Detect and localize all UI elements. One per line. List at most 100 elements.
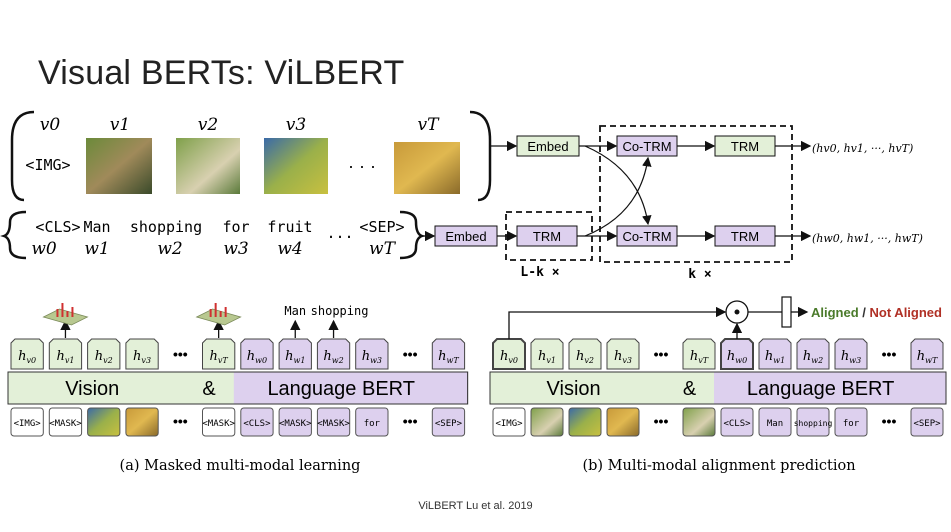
- input-image-region: [682, 407, 716, 437]
- hidden-state-box: [87, 338, 121, 370]
- predicted-word-man: Man: [284, 304, 306, 318]
- visual-label-v1: v1: [110, 115, 130, 135]
- lk-label: L-k ×: [520, 265, 559, 280]
- language-bert-label: Language BERT: [267, 378, 415, 400]
- class-distribution-icon: [195, 308, 242, 326]
- input-token-box: [278, 407, 312, 437]
- h-ellipsis: •••: [403, 346, 418, 362]
- bert-band-border: [489, 371, 947, 405]
- hidden-state-box: [431, 338, 466, 370]
- hidden-state-box: [530, 338, 564, 370]
- cotrm-label-text: Co-TRM: [622, 229, 671, 244]
- panel-a: Vision&Language BERThv0<IMG>hv1<MASK>hv2…: [7, 303, 469, 437]
- input-token-label: <CLS>: [723, 419, 751, 429]
- hidden-state-box: [48, 338, 83, 370]
- hidden-state-label: hw2: [803, 349, 823, 365]
- hidden-state-box: [720, 338, 754, 370]
- hidden-state-label: hv1: [538, 349, 556, 365]
- hidden-state-box: [316, 338, 351, 370]
- hidden-state-label: hv2: [576, 349, 594, 365]
- input-token-box: [355, 407, 389, 437]
- input-token-label: <SEP>: [913, 419, 941, 429]
- text-token-sep: <SEP>: [359, 218, 404, 236]
- input-token-label: <IMG>: [14, 419, 42, 429]
- hidden-state-label: hw3: [362, 349, 382, 365]
- input-token-box: [910, 407, 944, 437]
- text-label-wT: wT: [369, 239, 397, 259]
- cotrm-label-visual: Co-TRM: [622, 139, 671, 154]
- hidden-state-label: hw0: [727, 349, 747, 365]
- amp-label: &: [202, 378, 216, 400]
- text-token-cls: <CLS>: [35, 218, 80, 236]
- region-image-1: [86, 138, 152, 194]
- input-ellipsis: •••: [403, 413, 418, 429]
- text-label-w0: w0: [31, 239, 57, 259]
- hidden-state-box: [10, 338, 44, 370]
- alignment-output-label: Aligned / Not Aligned: [811, 305, 942, 320]
- left-bracket-visual: [10, 110, 35, 202]
- input-token-label: <MASK>: [202, 419, 235, 429]
- left-brace-text: [0, 210, 27, 260]
- language-bert-label: Language BERT: [747, 378, 895, 400]
- input-token-box: [720, 407, 754, 437]
- input-token-label: <MASK>: [317, 419, 350, 429]
- visual-output: (hv0, hv1, ···, hvT): [812, 142, 913, 155]
- input-image-region: [530, 407, 564, 437]
- predicted-word-shopping: shopping: [311, 304, 369, 318]
- language-band: [714, 372, 946, 404]
- embed-label-text: Embed: [445, 229, 486, 244]
- hidden-state-box: [125, 338, 159, 370]
- input-token-box: [758, 407, 792, 437]
- panel-a-caption: (a) Masked multi-modal learning: [120, 458, 361, 474]
- input-token-box: [431, 407, 466, 437]
- language-band: [233, 372, 468, 404]
- hidden-state-box: [682, 338, 716, 370]
- hidden-state-label: hv3: [133, 349, 151, 365]
- input-token-label: <IMG>: [495, 419, 523, 429]
- hidden-state-label: hw2: [323, 349, 343, 365]
- input-image-region: [125, 407, 159, 437]
- input-token-label: <MASK>: [279, 419, 312, 429]
- h-ellipsis: •••: [173, 346, 188, 362]
- hidden-state-label: hv2: [95, 349, 113, 365]
- hidden-state-box: [278, 338, 312, 370]
- input-token-box: [492, 407, 526, 437]
- input-image-region: [606, 407, 640, 437]
- hidden-state-box: [910, 338, 944, 370]
- hidden-state-label: hw0: [247, 349, 267, 365]
- bert-band-border: [7, 371, 469, 405]
- vision-label: Vision: [547, 378, 601, 400]
- input-token-box: [834, 407, 868, 437]
- text-token-ellipsis: ...: [326, 224, 353, 242]
- input-image-region: [568, 407, 602, 437]
- hidden-state-box: [758, 338, 792, 370]
- hidden-state-label: hvT: [210, 349, 229, 365]
- region-image-3: [264, 138, 328, 194]
- region-image-2: [176, 138, 240, 194]
- input-token-label: Man: [767, 419, 783, 429]
- text-output: (hw0, hw1, ···, hwT): [812, 232, 923, 245]
- input-token-box: [48, 407, 83, 437]
- input-image-region: [87, 407, 121, 437]
- k-group-box: [599, 125, 793, 263]
- trm-label-visual: TRM: [731, 139, 759, 154]
- input-token-label: <CLS>: [243, 419, 271, 429]
- hidden-state-box: [568, 338, 602, 370]
- classifier-box: [781, 296, 792, 328]
- hidden-state-box: [834, 338, 868, 370]
- k-label: k ×: [688, 267, 712, 282]
- hidden-state-label: hw1: [765, 349, 785, 365]
- hidden-state-label: hv3: [614, 349, 632, 365]
- embed-label-visual: Embed: [527, 139, 568, 154]
- input-token-box: [202, 407, 236, 437]
- img-token: <IMG>: [25, 156, 70, 174]
- input-token-box: [10, 407, 44, 437]
- text-token-shopping: shopping: [130, 218, 202, 236]
- hidden-state-box: [606, 338, 640, 370]
- citation-caption: ViLBERT Lu et al. 2019: [418, 500, 533, 512]
- hidden-state-label: hv0: [500, 349, 518, 365]
- hidden-state-box: [796, 338, 830, 370]
- product-dot: [734, 309, 740, 315]
